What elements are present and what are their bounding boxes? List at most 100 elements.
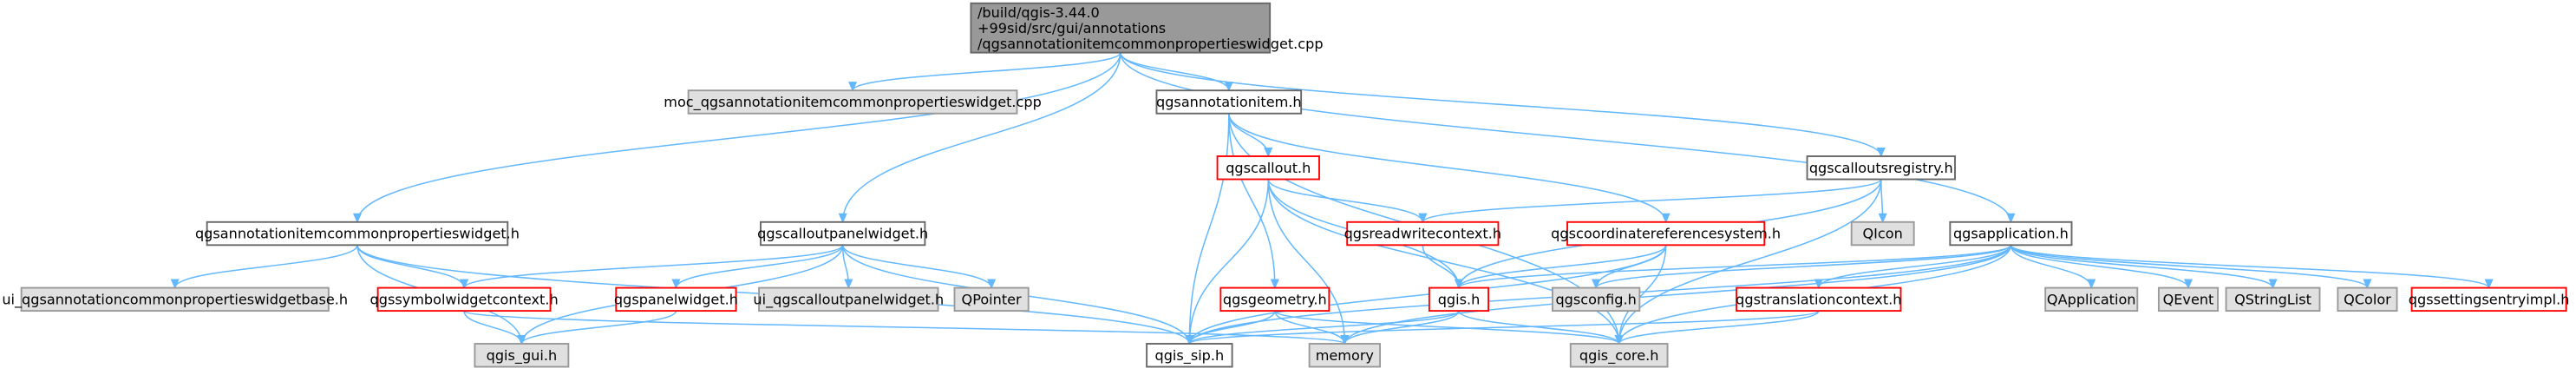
edge-arrowhead xyxy=(2087,279,2096,289)
node-qgsconfig: qgsconfig.h xyxy=(1552,286,1641,312)
edge-line xyxy=(1458,310,1620,345)
edge-qgsannotationitemcommonpropertieswidget-to-qgssymbolwidgetcontext xyxy=(356,245,469,289)
node-label: qgis_core.h xyxy=(1579,347,1659,365)
node-label: qgssymbolwidgetcontext.h xyxy=(370,292,559,308)
node-qgsapplication[interactable]: qgsapplication.h xyxy=(1949,220,2073,247)
node-qgsannotationitemcommonpropertieswidget[interactable]: qgsannotationitemcommonpropertieswidget.… xyxy=(195,220,520,247)
node-qgscallout[interactable]: qgscallout.h xyxy=(1216,155,1320,181)
edge-arrowhead xyxy=(838,213,847,224)
edge-line xyxy=(1618,179,1882,345)
node-label: qgsapplication.h xyxy=(1953,226,2069,242)
edge-arrowhead xyxy=(844,279,853,289)
edge-line xyxy=(463,310,1346,345)
node-qcolor: QColor xyxy=(2337,286,2398,312)
node-label: qgscalloutsregistry.h xyxy=(1809,160,1953,176)
edge-line xyxy=(2010,244,2274,288)
node-label: qgscoordinatereferencesystem.h xyxy=(1551,226,1781,242)
edge-line xyxy=(1120,52,1882,157)
edge-line xyxy=(1422,178,1882,223)
edge-line xyxy=(1618,245,1667,345)
edge-qgscallout-to-qgsreadwritecontext xyxy=(1267,179,1428,224)
edge-line xyxy=(173,245,358,288)
edge-root-to-qgscalloutpanelwidget xyxy=(838,52,1121,224)
node-label: QStringList xyxy=(2234,292,2311,308)
edge-arrowhead xyxy=(460,279,469,289)
edge-line xyxy=(841,245,992,288)
edge-qgsapplication-to-qstringlist xyxy=(2010,244,2278,289)
edge-arrowhead xyxy=(1264,147,1273,158)
node-label: QIcon xyxy=(1863,226,1903,242)
node-root[interactable]: /build/qgis-3.44.0+99sid/src/gui/annotat… xyxy=(970,2,1324,54)
node-box xyxy=(1949,220,2073,247)
edge-arrowhead xyxy=(848,82,858,92)
node-ui_annotation: ui_qgsannotationcommonpropertieswidgetba… xyxy=(2,286,348,312)
node-qevent: QEvent xyxy=(2157,286,2220,312)
edge-arrowhead xyxy=(1270,279,1279,289)
edge-line xyxy=(1267,179,1620,345)
edge-arrowhead xyxy=(2363,279,2372,289)
edge-qgsapplication-to-qgis xyxy=(1454,244,2012,289)
node-qgscoordinatereferencesystem[interactable]: qgscoordinatereferencesystem.h xyxy=(1551,220,1781,247)
node-memory: memory xyxy=(1308,343,1382,368)
edge-line xyxy=(1267,179,1346,345)
node-qapplication: QApplication xyxy=(2044,286,2139,312)
node-qgis[interactable]: qgis.h xyxy=(1428,286,1490,312)
edge-line xyxy=(1595,244,2012,289)
edge-arrowhead xyxy=(517,334,526,345)
node-box xyxy=(1850,220,1915,247)
node-box xyxy=(2157,286,2220,312)
edge-line xyxy=(1344,245,2012,345)
edge-arrowhead xyxy=(1418,213,1428,224)
node-qgis_sip[interactable]: qgis_sip.h xyxy=(1146,343,1233,368)
node-box xyxy=(970,2,1272,54)
edge-qgscalloutpanelwidget-to-qgssymbolwidgetcontext xyxy=(460,244,844,289)
node-box xyxy=(760,220,926,247)
node-qgssymbolwidgetcontext[interactable]: qgssymbolwidgetcontext.h xyxy=(370,286,559,312)
node-box xyxy=(2410,286,2567,312)
node-label: qgscalloutpanelwidget.h xyxy=(757,226,928,242)
edge-qgsapplication-to-qcolor xyxy=(2010,244,2372,289)
edge-qgscalloutpanelwidget-to-ui_callout xyxy=(841,245,853,289)
edge-line xyxy=(2010,245,2189,288)
edge-line xyxy=(520,310,677,345)
node-qgspanelwidget[interactable]: qgspanelwidget.h xyxy=(614,286,738,312)
node-qgsreadwritecontext[interactable]: qgsreadwritecontext.h xyxy=(1344,220,1501,247)
node-label: qgstranslationcontext.h xyxy=(1736,292,1901,308)
edge-qgscalloutpanelwidget-to-qpointer xyxy=(841,245,997,289)
edge-qgstranslationcontext-to-qgis_core xyxy=(1614,310,1820,345)
edge-arrowhead xyxy=(2006,213,2016,224)
node-qgscalloutpanelwidget[interactable]: qgscalloutpanelwidget.h xyxy=(757,220,928,247)
node-box xyxy=(1308,343,1382,368)
edge-qgsapplication-to-qgssettingsentryimpl xyxy=(2010,244,2494,289)
node-label: qgis_sip.h xyxy=(1154,347,1224,365)
node-label: qgsgeometry.h xyxy=(1223,292,1327,308)
node-qgsannotationitem[interactable]: qgsannotationitem.h xyxy=(1155,89,1303,115)
edge-line xyxy=(1458,244,2012,289)
node-box xyxy=(953,286,1030,312)
edge-arrowhead xyxy=(1614,334,1624,345)
edge-line xyxy=(1458,245,1667,288)
edge-line xyxy=(675,245,844,288)
edge-qgsapplication-to-qevent xyxy=(2010,245,2194,289)
node-label: ui_qgscalloutpanelwidget.h xyxy=(753,292,944,309)
edge-line xyxy=(1818,245,2012,288)
node-qgsgeometry[interactable]: qgsgeometry.h xyxy=(1219,286,1330,312)
node-qgstranslationcontext[interactable]: qgstranslationcontext.h xyxy=(1736,286,1902,312)
node-qgssettingsentryimpl[interactable]: qgssettingsentryimpl.h xyxy=(2409,286,2570,312)
node-qgscalloutsregistry[interactable]: qgscalloutsregistry.h xyxy=(1806,155,1956,181)
edge-line xyxy=(2010,244,2490,289)
node-label: qgsannotationitemcommonpropertieswidget.… xyxy=(195,226,520,242)
edge-line xyxy=(1188,310,1276,345)
edge-arrowhead xyxy=(1340,334,1350,345)
edge-qgsannotationitem-to-qgscoordinatereferencesystem xyxy=(1228,113,1670,224)
edge-arrowhead xyxy=(1876,147,1886,158)
node-box xyxy=(1155,89,1303,115)
edge-arrowhead xyxy=(1878,213,1887,224)
edge-qgsapplication-to-qapplication xyxy=(2010,245,2096,289)
node-label: qgscallout.h xyxy=(1226,160,1311,176)
edge-root-to-moc xyxy=(848,51,1121,92)
edge-line xyxy=(1228,113,1270,157)
node-label: QApplication xyxy=(2047,292,2136,308)
node-box xyxy=(1736,286,1902,312)
